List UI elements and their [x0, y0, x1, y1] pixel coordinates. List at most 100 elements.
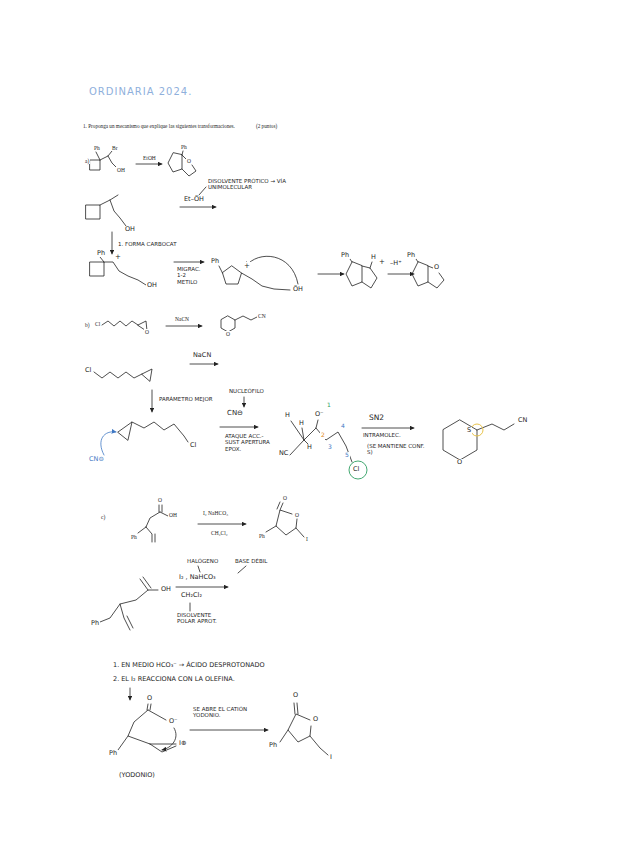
bond-line: [370, 262, 372, 268]
reaction-arrow: [180, 207, 216, 208]
bond-line: [362, 266, 377, 288]
handwritten-note: NaCN: [192, 352, 212, 359]
handwritten-note: NUCLEÓFILO: [228, 388, 265, 394]
printed-label: CN: [257, 313, 267, 319]
highlight-circle: [349, 461, 367, 479]
handwritten-note: +: [378, 258, 386, 266]
bond-line: [148, 710, 166, 720]
handwritten-note: O⁻: [168, 718, 179, 725]
handwritten-note: (YODONIO): [118, 772, 156, 779]
bond-line: [90, 262, 104, 276]
reaction-arrow: [362, 428, 414, 429]
printed-label: Ph: [130, 534, 138, 540]
handwritten-note: INTRAMOLEC.: [362, 432, 402, 438]
bond-line: [266, 526, 276, 532]
handwritten-note: O: [433, 264, 440, 271]
printed-label: O: [225, 331, 231, 337]
bond-line: [416, 259, 418, 262]
bond-line: [428, 273, 444, 288]
bond-line: [316, 428, 352, 462]
printed-label: O: [144, 329, 150, 335]
bond-line: [296, 528, 304, 537]
printed-label: OH: [116, 167, 126, 173]
handwritten-note: O: [292, 692, 299, 699]
printed-label: Br: [111, 145, 119, 151]
reaction-arrow: [388, 274, 414, 275]
printed-label: Ph: [258, 533, 266, 539]
bond-line: [96, 152, 100, 160]
handwritten-note: Ph: [108, 750, 118, 757]
bond-line: [350, 259, 352, 262]
handwritten-note: I⊕: [178, 740, 187, 747]
bond-line: [132, 422, 188, 442]
bond-line: [100, 590, 158, 622]
bond-line: [277, 502, 283, 510]
printed-label: EtOH: [142, 155, 157, 161]
handwritten-note: 3: [327, 444, 333, 451]
handwritten-note: BASE DÉBIL: [234, 558, 268, 564]
handwritten-note: 5: [344, 452, 350, 459]
bond-line: [118, 422, 132, 440]
handwritten-note: CN: [517, 417, 528, 424]
handwritten-note: Ph: [210, 258, 220, 265]
printed-label: Cl: [94, 321, 101, 327]
reaction-arrow: [318, 274, 344, 275]
handwritten-note: SE ABRE EL CATIÓN YODONIO.: [192, 706, 266, 719]
bond-line: [100, 151, 112, 160]
handwritten-note: H: [284, 412, 291, 419]
bond-line: [110, 200, 126, 226]
bond-line: [182, 151, 183, 155]
handwritten-note: OH: [160, 586, 172, 593]
printed-label: O: [186, 158, 192, 164]
bond-line: [138, 527, 146, 533]
handwritten-note: O: [146, 695, 153, 702]
bond-line: [150, 744, 176, 752]
bond-line: [235, 316, 257, 320]
handwritten-note: Cl: [189, 442, 197, 449]
printed-label: c): [100, 514, 106, 520]
bond-line: [104, 262, 146, 285]
bond-line: [140, 577, 151, 590]
bond-line: [238, 566, 246, 573]
printed-label: CH₂Cl₂: [210, 530, 229, 536]
bond-line: [159, 505, 162, 512]
bond-line: [310, 736, 328, 755]
bond-line: [182, 165, 196, 176]
reaction-arrow: [136, 164, 162, 165]
printed-label: O: [282, 495, 288, 501]
bond-line: [190, 603, 191, 611]
printed-label: I₂ NaHCO₃: [202, 510, 229, 516]
printed-label: Ph: [180, 144, 188, 150]
printed-label: a): [84, 158, 90, 164]
handwritten-note: Et–ÖH: [183, 196, 205, 203]
bond-line: [199, 187, 206, 195]
reaction-arrow: [244, 397, 245, 407]
bond-line: [146, 512, 160, 527]
handwritten-note: SN2: [368, 414, 385, 423]
bond-line: [142, 369, 152, 381]
bond-line: [291, 421, 304, 440]
handwritten-note: NC: [278, 450, 289, 457]
handwritten-note: I: [329, 754, 333, 761]
reaction-arrow: [176, 587, 228, 588]
handwritten-note: Ph: [340, 252, 350, 259]
bond-line: [120, 604, 133, 630]
reaction-arrow: [190, 364, 218, 365]
handwritten-note: PARÁMETRO MEJOR: [158, 396, 214, 402]
reaction-arrow: [162, 728, 176, 750]
handwritten-note: Cl: [352, 466, 360, 473]
bond-line: [100, 257, 104, 262]
printed-label: O: [157, 497, 163, 503]
handwritten-note: DISOLVENTE POLAR APROT.: [176, 612, 226, 625]
bond-line: [90, 160, 100, 170]
printed-label: (2 puntos): [255, 124, 278, 130]
handwritten-note: 1. EN MEDIO HCO₃⁻ → ÁCIDO DESPROTONADO: [112, 662, 266, 669]
printed-label: I: [305, 536, 309, 542]
handwritten-note: Cl: [84, 367, 92, 374]
reaction-arrow: [152, 390, 153, 412]
bond-line: [160, 512, 168, 516]
page-title: ORDINARIA 2024.: [88, 86, 193, 98]
handwritten-note: (SE MANTIENE CONF. S): [366, 443, 430, 456]
handwritten-note: OH: [146, 282, 158, 289]
